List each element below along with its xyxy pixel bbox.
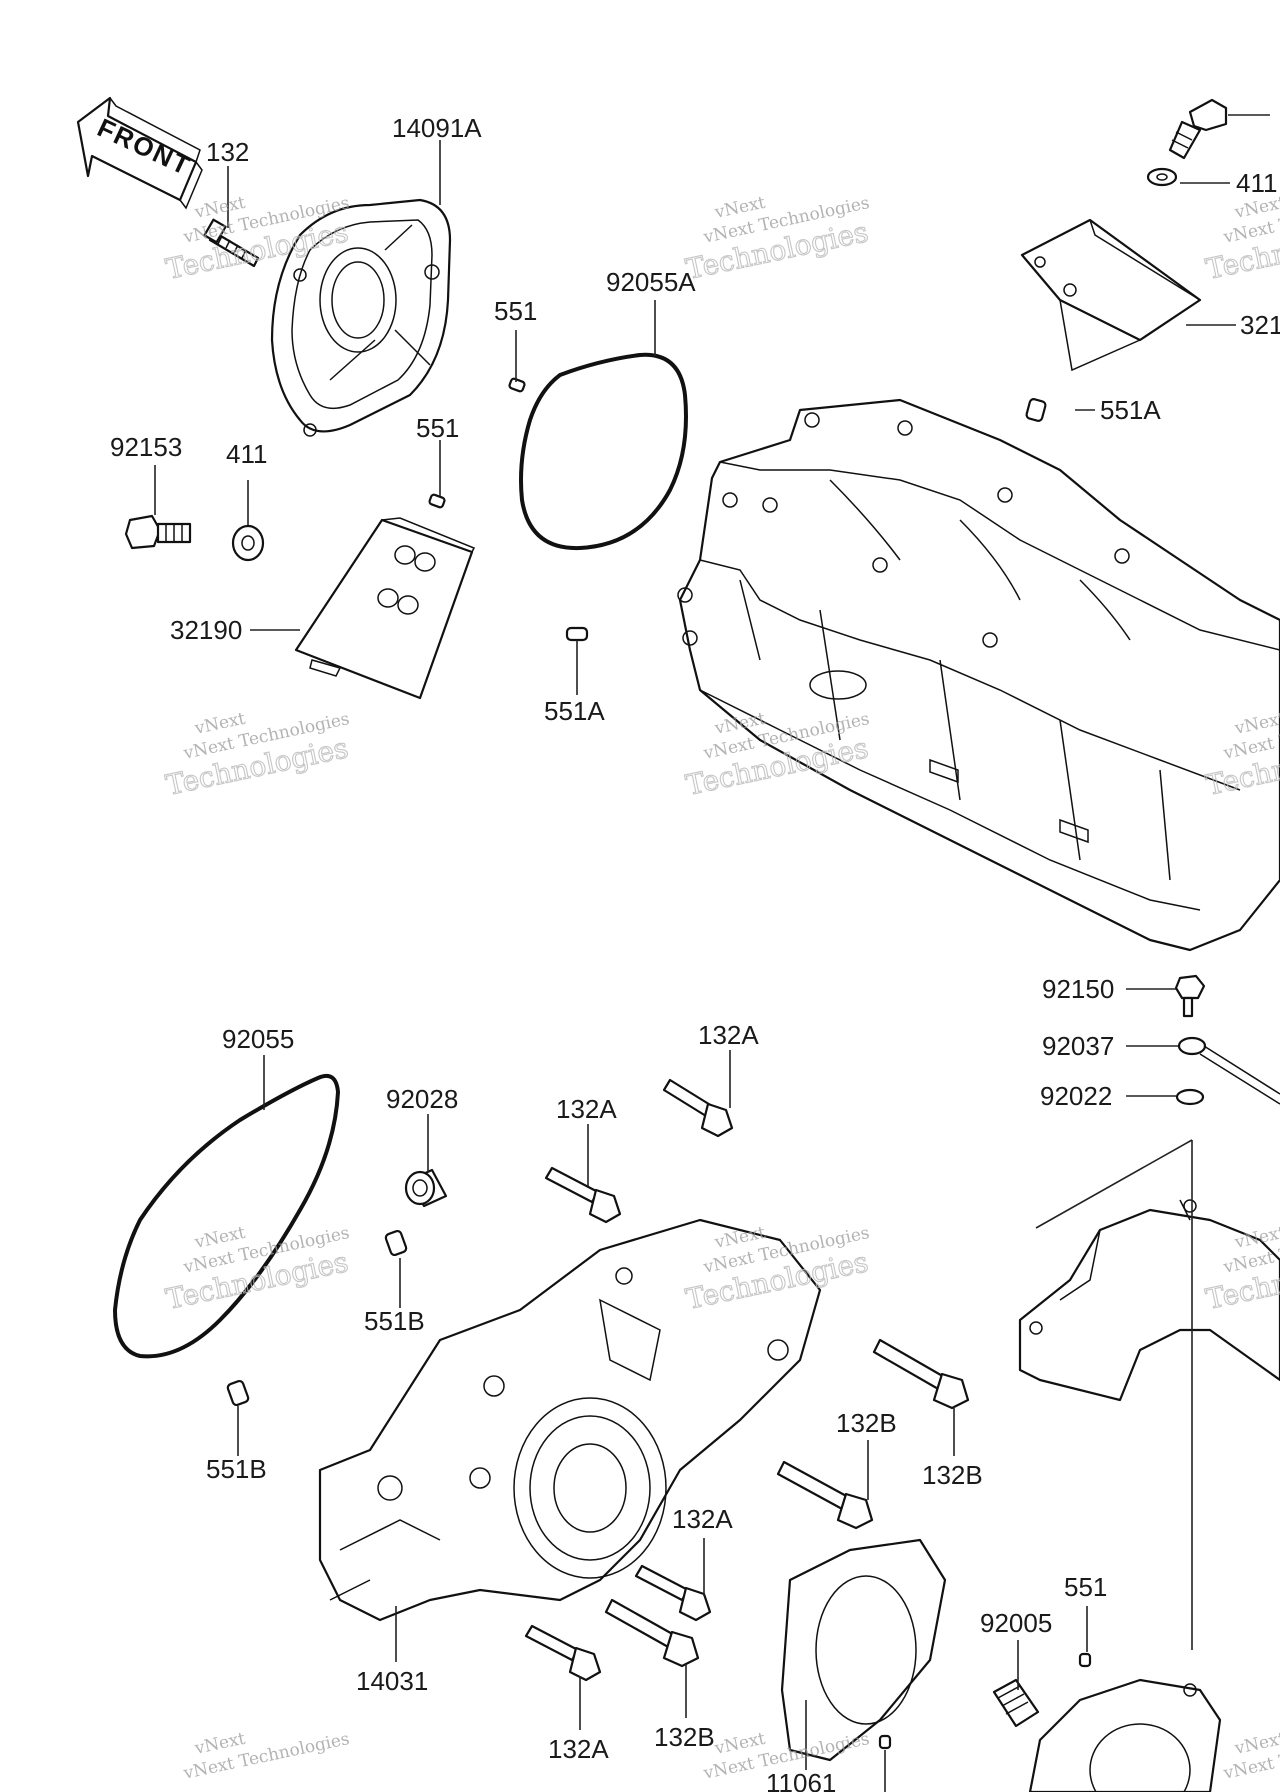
label-132a-a: 132A [556,1094,617,1124]
cover-14091a [270,198,452,437]
label-32190: 32190 [170,615,242,645]
label-132: 132 [206,137,249,167]
label-321: 321 [1240,310,1280,340]
label-411-b: 411 [1236,168,1277,198]
label-92153: 92153 [110,432,182,462]
bracket-321 [1020,218,1202,372]
label-132b-c: 132B [654,1722,715,1752]
bolt-132b-lower [604,1598,700,1668]
label-92037: 92037 [1042,1031,1114,1061]
bolt-132a-top [662,1078,734,1138]
label-551-b: 551 [416,413,459,443]
label-92055a: 92055A [606,267,696,297]
front-direction-arrow-icon: FRONT [76,96,203,210]
dowel-551b-b [226,1379,250,1407]
leader-lines [154,114,1270,1792]
label-551a-left: 551A [544,696,605,726]
o-ring-92055a [519,352,688,551]
watermark-2: vNext vNext Technologies Technologies [682,193,871,287]
washer-411-a [231,524,265,562]
watermark-10: vNext vNext Technologies [181,1729,351,1784]
watermark-4: vNext vNext Technologies Technologies [162,709,351,803]
bolt-132a-bottom [524,1624,602,1682]
bolt-132b-right-lower [776,1460,874,1530]
fitting-92005 [992,1678,1040,1728]
cover-14031 [318,1218,822,1622]
label-551b-a: 551B [364,1306,425,1336]
dowel-551-a [508,377,526,393]
dowel-551-d [878,1734,892,1750]
bolt-92153 [124,514,192,550]
gasket-92055 [112,1073,341,1359]
part-labels: 132 14091A 92055A 551 551 92153 411 3219… [110,113,1280,1792]
label-92055: 92055 [222,1024,294,1054]
bolt-92150 [1174,974,1206,1018]
washer-411-b [1146,167,1178,187]
crankcase-upper [677,398,1280,952]
dowel-551a-left [565,626,589,642]
label-551-c: 551 [1064,1572,1107,1602]
label-92028: 92028 [386,1084,458,1114]
label-132a-c: 132A [672,1504,733,1534]
label-551b-b: 551B [206,1454,267,1484]
watermark-12: vNext vNext Technologies [1221,1729,1280,1784]
label-132b-a: 132B [836,1408,897,1438]
label-132a-d: 132A [548,1734,609,1764]
label-11061: 11061 [766,1768,836,1792]
collar-92028 [404,1168,448,1208]
washer-92022 [1175,1088,1205,1106]
bolt-132a-lower [634,1564,712,1622]
label-92022: 92022 [1040,1081,1112,1111]
guard-cover [1018,1199,1280,1402]
bolt-top-right [1168,98,1228,160]
dowel-551b-a [384,1229,408,1257]
label-132b-b: 132B [922,1460,983,1490]
bolt-132a-mid [544,1166,622,1224]
watermark-7: vNext vNext Technologies Technologies [162,1223,351,1317]
gasket-11061 [780,1538,947,1762]
label-411-a: 411 [226,439,267,469]
label-92150: 92150 [1042,974,1114,1004]
pump-housing [1028,1678,1222,1792]
label-14091a: 14091A [392,113,482,143]
dowel-551-c [1078,1652,1092,1668]
bolt-132b-right-upper [872,1338,970,1410]
dowel-551a-right [1025,398,1047,422]
label-14031: 14031 [356,1666,428,1696]
dowel-551-b [428,493,446,509]
label-132a-b: 132A [698,1020,759,1050]
bracket-32190 [294,517,476,700]
plate-92037 [1177,1036,1280,1105]
label-551-a: 551 [494,296,537,326]
label-92005: 92005 [980,1608,1052,1638]
bolt-132 [203,218,260,268]
label-551a-right: 551A [1100,395,1161,425]
